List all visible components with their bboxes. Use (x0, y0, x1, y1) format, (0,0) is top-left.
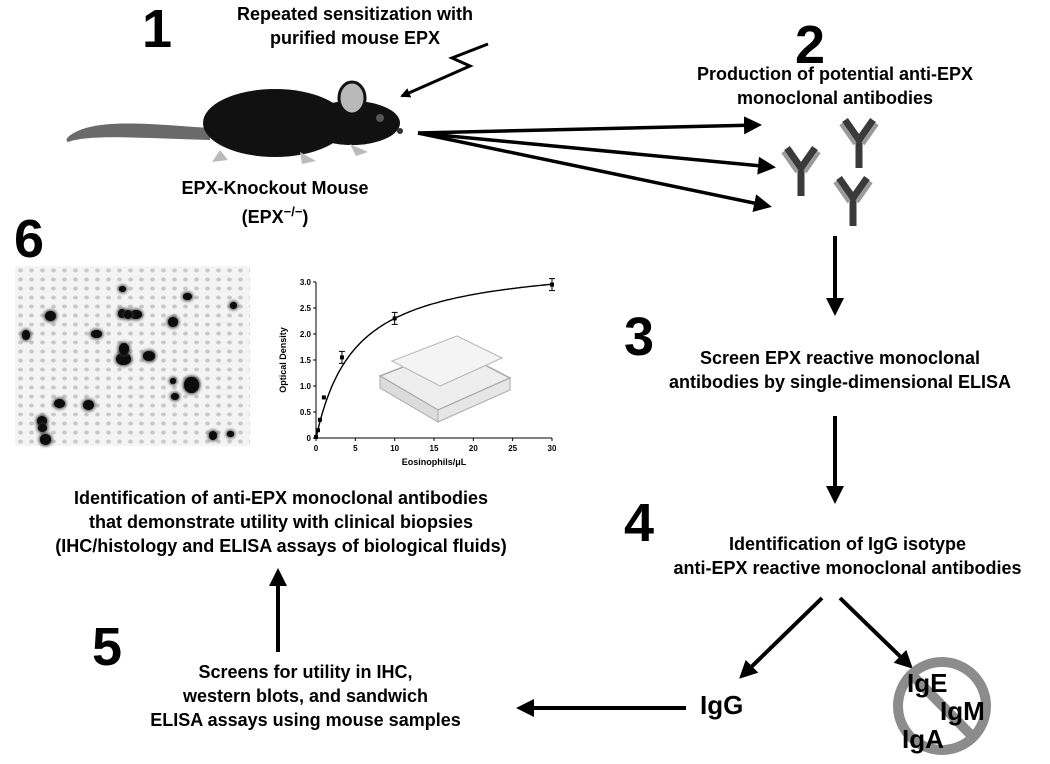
x-tick-label: 30 (548, 444, 557, 453)
y-tick-label: 2.0 (300, 330, 312, 339)
step-4-text: Identification of IgG isotype anti-EPX r… (650, 532, 1045, 580)
elisa-plate-icon (378, 335, 512, 423)
stained-eosinophil (169, 377, 177, 384)
step-6-line-2: that demonstrate utility with clinical b… (88, 512, 474, 532)
arrow-mouse-to-antibody-3 (417, 131, 772, 212)
step-6-number: 6 (14, 209, 45, 269)
stained-eosinophil (230, 302, 238, 309)
step-5-line-1: Screens for utility in IHC, (198, 662, 413, 682)
mouse-label: EPX-Knockout Mouse (EPX−/−) (150, 176, 400, 229)
step-3-number: 3 (624, 307, 655, 367)
fit-curve (315, 283, 553, 439)
stained-eosinophil (45, 311, 56, 322)
data-point (550, 282, 554, 287)
stained-eosinophil (208, 430, 218, 440)
stained-eosinophil (37, 416, 48, 426)
antibody-icon (833, 175, 873, 226)
stained-eosinophil (53, 398, 65, 408)
stained-eosinophil (116, 352, 131, 366)
y-tick-label: 3.0 (300, 278, 312, 287)
stained-eosinophil (170, 392, 179, 400)
y-tick-label: 2.5 (300, 304, 312, 313)
step-2-text: Production of potential anti-EPX monoclo… (640, 62, 1030, 110)
data-point (339, 355, 344, 360)
step-2-line-1: Production of potential anti-EPX (697, 64, 973, 84)
arrow-4-to-excluded (838, 596, 913, 669)
step-1-number: 1 (142, 0, 173, 59)
x-tick-label: 5 (353, 444, 358, 453)
igm-label: IgM (940, 696, 985, 726)
x-tick-label: 15 (430, 444, 439, 453)
stained-eosinophil (167, 317, 178, 327)
data-point (321, 395, 326, 400)
stained-eosinophil (123, 309, 132, 320)
step-6-line-3: (IHC/histology and ELISA assays of biolo… (55, 536, 507, 556)
step-2-line-2: monoclonal antibodies (736, 88, 933, 108)
step-1-line-1: Repeated sensitization with (236, 4, 474, 24)
data-point (392, 316, 397, 321)
arrow-mouse-to-antibody-1 (417, 116, 762, 135)
arrow-mouse-to-antibody-2 (417, 131, 776, 175)
y-tick-label: 1.0 (300, 382, 312, 391)
step-4-line-2: anti-EPX reactive monoclonal antibodies (673, 558, 1022, 578)
y-tick-label: 0.5 (300, 408, 312, 417)
step-6-text: Identification of anti-EPX monoclonal an… (6, 486, 556, 558)
x-tick-label: 20 (469, 444, 478, 453)
x-tick-label: 0 (314, 444, 319, 453)
data-point (317, 417, 322, 422)
mouse-icon (66, 80, 403, 164)
stained-eosinophil (37, 423, 47, 432)
step-1-line-2: purified mouse EPX (269, 28, 441, 48)
x-tick-label: 10 (390, 444, 399, 453)
genotype-superscript: −/− (283, 204, 303, 219)
stained-eosinophil (91, 329, 103, 338)
step-3-line-2: antibodies by single-dimensional ELISA (668, 372, 1012, 392)
stained-eosinophil (119, 285, 127, 292)
step-3-line-1: Screen EPX reactive monoclonal (699, 348, 981, 368)
stained-eosinophil (39, 434, 51, 445)
x-axis-label: Eosinophils/μL (402, 457, 467, 467)
step-1-text: Repeated sensitization with purified mou… (190, 2, 520, 50)
step-3-text: Screen EPX reactive monoclonal antibodie… (640, 346, 1040, 394)
step-6-line-1: Identification of anti-EPX monoclonal an… (73, 488, 489, 508)
ige-label: IgE (907, 668, 948, 698)
y-tick-label: 1.5 (300, 356, 312, 365)
prohibited-icon (893, 657, 991, 755)
step-5-number: 5 (92, 617, 123, 677)
elisa-chart: 0 0.5 1.0 1.5 2.0 2.5 3.0 0 5 10 15 20 25 30Eosinophi… (278, 278, 557, 467)
antibody-icon (839, 118, 879, 168)
y-axis-label: Optical Density (278, 327, 288, 393)
step-4-line-1: Identification of IgG isotype (728, 534, 966, 554)
mouse-label-line-1: EPX-Knockout Mouse (181, 178, 369, 198)
lightning-icon (400, 42, 489, 98)
antibody-group (781, 118, 879, 226)
histology-image (15, 266, 250, 446)
stained-eosinophil (226, 431, 235, 437)
iga-label: IgA (902, 724, 944, 754)
step-4-number: 4 (624, 493, 655, 553)
data-point (315, 428, 320, 433)
step-5-line-2: western blots, and sandwich (182, 686, 429, 706)
x-tick-label: 25 (508, 444, 517, 453)
step-2-number: 2 (795, 15, 826, 75)
y-tick-label: 0 (307, 434, 312, 443)
step-5-text: Screens for utility in IHC, western blot… (128, 660, 483, 732)
igg-label: IgG (700, 690, 744, 720)
step-5-line-3: ELISA assays using mouse samples (150, 710, 461, 730)
stained-eosinophil (118, 309, 126, 319)
stained-eosinophil (129, 309, 142, 319)
mouse-label-line-2: (EPX−/−) (241, 204, 309, 227)
stained-eosinophil (82, 399, 94, 411)
data-point (314, 434, 318, 439)
stained-eosinophil (143, 351, 156, 361)
stained-eosinophil (119, 343, 130, 355)
stained-eosinophil (21, 330, 30, 341)
arrow-4-to-igg (739, 596, 824, 679)
antibody-icon (781, 145, 821, 196)
stained-eosinophil (183, 292, 192, 300)
stained-eosinophil (184, 376, 199, 393)
